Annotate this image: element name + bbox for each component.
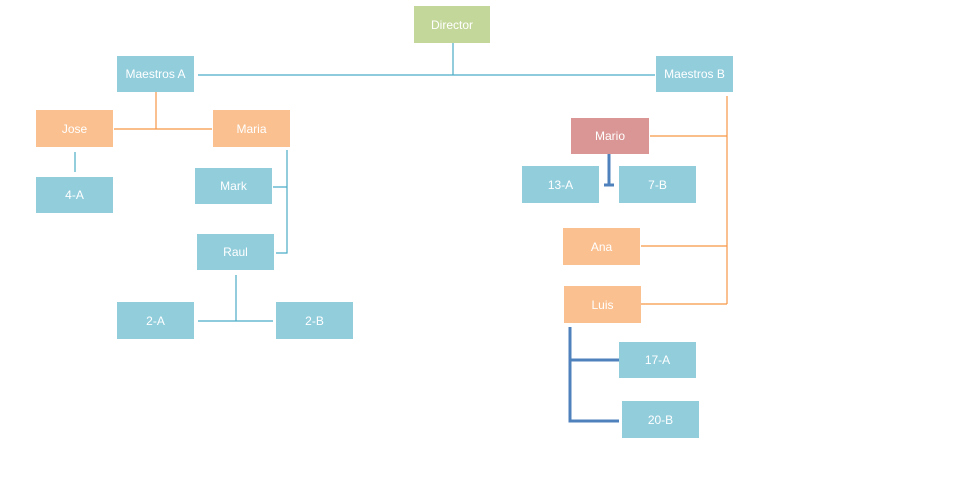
maestros-a-box: Maestros A [117, 56, 194, 92]
group-17a-label: 17-A [644, 353, 671, 367]
group-2b-label: 2-B [305, 313, 324, 328]
director-label: Director [430, 17, 473, 32]
ana-label: Ana [590, 239, 613, 254]
raul-box: Raul [197, 234, 274, 270]
mark-label: Mark [220, 179, 247, 193]
mario-box: Mario [571, 118, 649, 154]
maestros-b-label: Maestros B [664, 67, 725, 81]
group-17a-box: 17-A [619, 342, 696, 378]
raul-label: Raul [223, 245, 248, 259]
connector-director-maestros [198, 42, 655, 76]
group-13a-label: 13-A [547, 177, 574, 192]
maria-box: Maria [213, 110, 290, 147]
director-box: Director [414, 6, 490, 43]
maestros-a-label: Maestros A [125, 67, 186, 81]
luis-box: Luis [564, 286, 641, 323]
group-2a-label: 2-A [146, 313, 165, 328]
connector-maria-mark-raul [273, 150, 288, 254]
group-13a-box: 13-A [522, 166, 599, 203]
group-7b-box: 7-B [619, 166, 696, 203]
group-2a-box: 2-A [117, 302, 194, 339]
group-20b-box: 20-B [622, 401, 699, 438]
jose-label: Jose [61, 121, 88, 136]
mark-box: Mark [195, 168, 272, 204]
group-4a-box: 4-A [36, 177, 113, 213]
connector-maestros-a-jose-maria [114, 92, 212, 130]
mario-label: Mario [594, 129, 625, 143]
group-4a-label: 4-A [65, 188, 84, 202]
maria-label: Maria [236, 121, 267, 136]
group-7b-label: 7-B [648, 177, 667, 192]
connector-raul-2a-2b [198, 275, 273, 322]
group-20b-label: 20-B [647, 412, 674, 427]
luis-label: Luis [591, 297, 614, 312]
connector-maestros-b-teachers [641, 96, 728, 305]
jose-box: Jose [36, 110, 113, 147]
group-2b-box: 2-B [276, 302, 353, 339]
connector-mario-13a-7b [604, 154, 614, 187]
ana-box: Ana [563, 228, 640, 265]
maestros-b-box: Maestros B [656, 56, 733, 92]
connector-luis-17a-20b [568, 327, 619, 423]
